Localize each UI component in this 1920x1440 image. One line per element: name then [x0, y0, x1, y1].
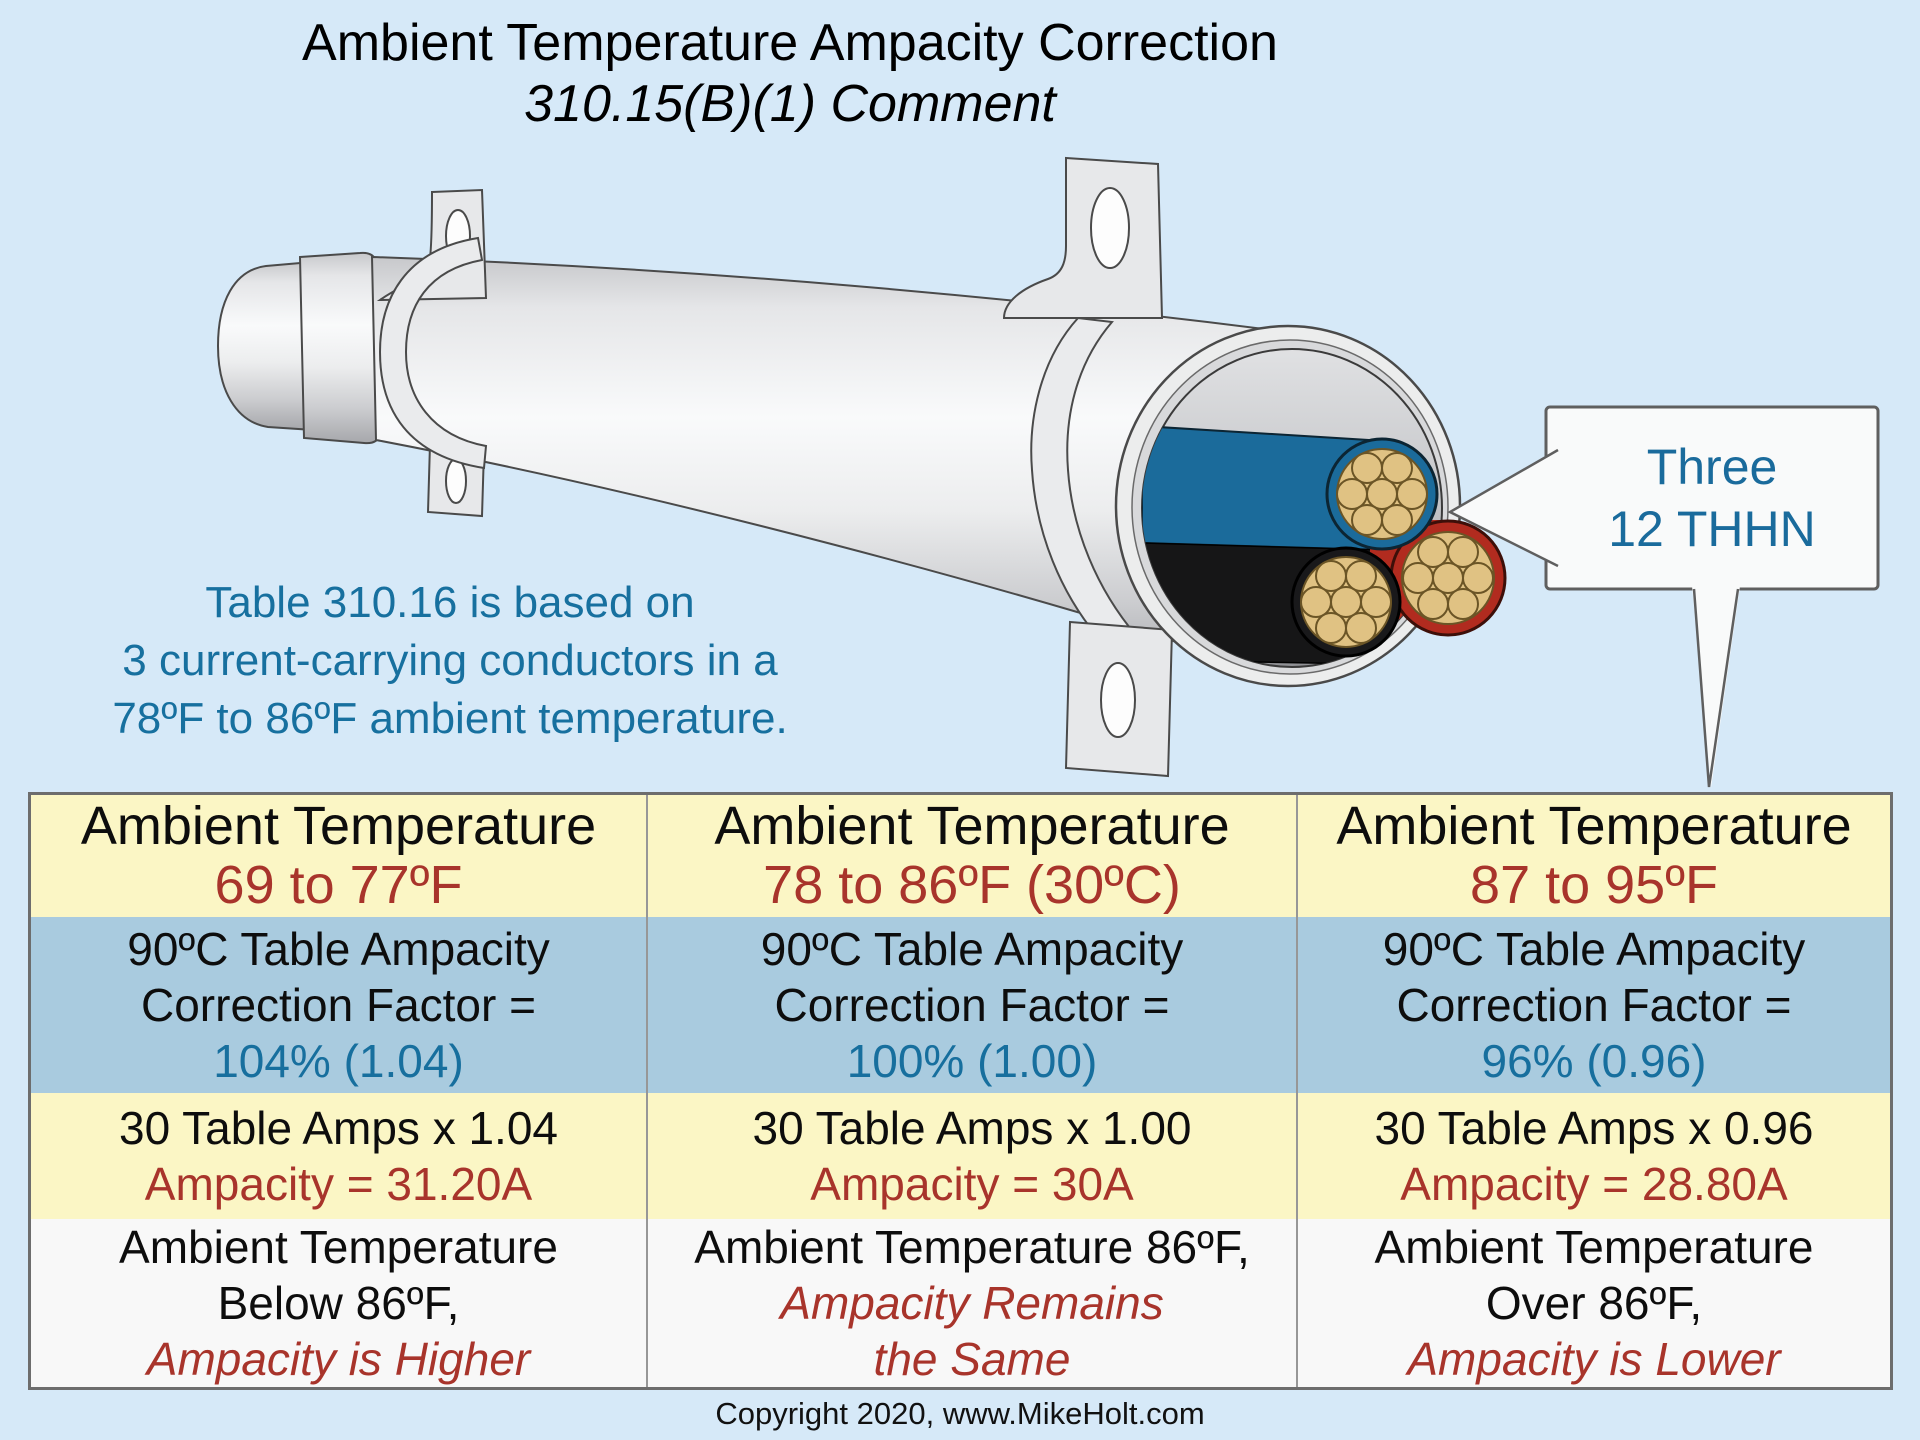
page-title: Ambient Temperature Ampacity Correction …: [0, 12, 1580, 134]
calc-cell: 30 Table Amps x 1.04 Ampacity = 31.20A: [31, 1093, 646, 1219]
result-line: Ambient Temperature 86ºF,: [694, 1221, 1250, 1273]
callout-pointer-left: [1450, 450, 1558, 566]
factor-cell: 90ºC Table Ampacity Correction Factor = …: [648, 917, 1296, 1093]
factor-line: 90ºC Table Ampacity: [760, 923, 1184, 975]
result-cell: Ambient Temperature Below 86ºF, Ampacity…: [31, 1219, 646, 1387]
result-line: Ambient Temperature: [119, 1221, 558, 1273]
header-title: Ambient Temperature: [714, 796, 1230, 856]
calc-line: 30 Table Amps x 0.96: [1374, 1102, 1814, 1154]
strap-left-band: [378, 236, 488, 470]
table-column-69-77: Ambient Temperature 69 to 77ºF 90ºC Tabl…: [31, 795, 646, 1387]
conduit-coupling: [298, 251, 382, 445]
copyright-text: Copyright 2020, www.MikeHolt.com: [715, 1396, 1205, 1431]
conduit-strap-left: [376, 188, 488, 518]
factor-line: Correction Factor =: [774, 979, 1170, 1031]
callout-pointer-down-edge: [1692, 588, 1740, 788]
calc-cell: 30 Table Amps x 1.00 Ampacity = 30A: [648, 1093, 1296, 1219]
factor-line: 90ºC Table Ampacity: [1382, 923, 1806, 975]
header-title: Ambient Temperature: [1336, 796, 1852, 856]
strap-right-bottom-slot: [1100, 662, 1136, 738]
conduit-strap-right: [1002, 156, 1174, 778]
result-emphasis: Ampacity is Lower: [1407, 1333, 1781, 1385]
factor-line: Correction Factor =: [1396, 979, 1792, 1031]
copper-strands-black: [1300, 560, 1392, 644]
header-cell: Ambient Temperature 69 to 77ºF: [31, 795, 646, 917]
header-cell: Ambient Temperature 78 to 86ºF (30ºC): [648, 795, 1296, 917]
ampacity-line: Ampacity = 31.20A: [144, 1158, 533, 1210]
basis-note-line3: 78ºF to 86ºF ambient temperature.: [112, 694, 788, 743]
header-range: 78 to 86ºF (30ºC): [763, 855, 1181, 915]
ampacity-line: Ampacity = 30A: [810, 1158, 1134, 1210]
table-column-87-95: Ambient Temperature 87 to 95ºF 90ºC Tabl…: [1296, 795, 1890, 1387]
factor-value: 96% (0.96): [1481, 1035, 1707, 1087]
callout-pointer-down: [1692, 586, 1740, 788]
calc-cell: 30 Table Amps x 0.96 Ampacity = 28.80A: [1298, 1093, 1890, 1219]
result-line: Over 86ºF,: [1485, 1277, 1703, 1329]
page-title-line2: 310.15(B)(1) Comment: [524, 75, 1056, 133]
ampacity-line: Ampacity = 28.80A: [1400, 1158, 1788, 1210]
copper-strands-blue: [1336, 452, 1428, 536]
conduit-open-end: [1114, 324, 1507, 688]
page-title-line1: Ambient Temperature Ampacity Correction: [302, 14, 1278, 72]
header-cell: Ambient Temperature 87 to 95ºF: [1298, 795, 1890, 917]
calc-line: 30 Table Amps x 1.00: [752, 1102, 1192, 1154]
header-range: 87 to 95ºF: [1470, 855, 1718, 915]
calc-line: 30 Table Amps x 1.04: [119, 1102, 558, 1154]
conductor-red: [1389, 519, 1507, 637]
strap-right-top-tab: [1002, 156, 1164, 319]
strap-left-bottom-slot: [445, 458, 467, 504]
basis-note-line2: 3 current-carrying conductors in a: [122, 636, 778, 685]
factor-value: 104% (1.04): [213, 1035, 464, 1087]
basis-note-line1: Table 310.16 is based on: [205, 578, 695, 627]
callout-label-line2: 12 THHN: [1608, 501, 1816, 557]
header-range: 69 to 77ºF: [214, 855, 463, 915]
factor-cell: 90ºC Table Ampacity Correction Factor = …: [31, 917, 646, 1093]
factor-line: 90ºC Table Ampacity: [127, 923, 550, 975]
callout-label-line1: Three: [1646, 439, 1778, 495]
result-line: Ambient Temperature: [1374, 1221, 1814, 1273]
conductor-black: [1290, 546, 1402, 658]
result-emphasis: Ampacity Remains: [780, 1277, 1164, 1329]
result-cell: Ambient Temperature 86ºF, Ampacity Remai…: [648, 1219, 1296, 1387]
header-title: Ambient Temperature: [80, 796, 597, 856]
factor-value: 100% (1.00): [846, 1035, 1098, 1087]
callout-balloon: [1447, 405, 1880, 788]
table-column-78-86: Ambient Temperature 78 to 86ºF (30ºC) 90…: [646, 795, 1296, 1387]
strap-right-top-slot: [1090, 187, 1130, 269]
conductor-blue: [1325, 437, 1439, 551]
callout-label: Three 12 THHN: [1546, 407, 1878, 589]
ampacity-correction-table: Ambient Temperature 69 to 77ºF 90ºC Tabl…: [28, 792, 1893, 1390]
factor-line: Correction Factor =: [141, 979, 536, 1031]
callout-pointer-left-edge: [1447, 448, 1559, 568]
copper-strands-red: [1402, 536, 1494, 620]
result-cell: Ambient Temperature Over 86ºF, Ampacity …: [1298, 1219, 1890, 1387]
basis-note: Table 310.16 is based on 3 current-carry…: [60, 574, 840, 748]
result-emphasis: the Same: [873, 1333, 1071, 1385]
result-emphasis: Ampacity is Higher: [146, 1333, 531, 1385]
result-line: Below 86ºF,: [217, 1277, 460, 1329]
factor-cell: 90ºC Table Ampacity Correction Factor = …: [1298, 917, 1890, 1093]
conduit-end-cap: [216, 260, 316, 432]
